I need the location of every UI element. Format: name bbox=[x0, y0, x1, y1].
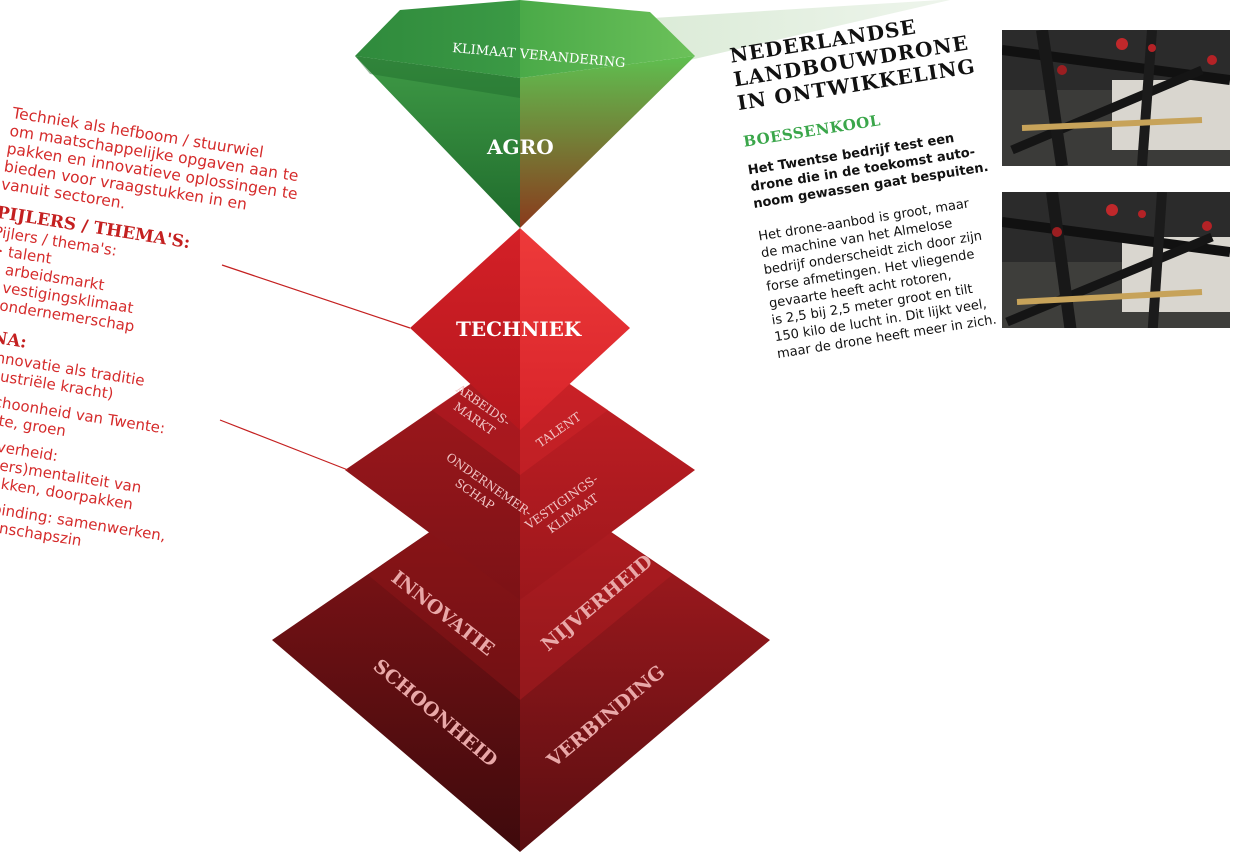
base-left-face bbox=[272, 470, 520, 852]
agro-label: AGRO bbox=[486, 135, 554, 159]
climate-band-left bbox=[355, 0, 520, 78]
agro-band-shadow bbox=[355, 56, 520, 98]
base-right-face bbox=[520, 470, 770, 852]
climate-band-right bbox=[520, 0, 695, 78]
drone-photo-1 bbox=[1002, 30, 1230, 166]
drone-photo-2-art bbox=[1002, 192, 1230, 328]
techniek-right-face bbox=[520, 228, 630, 430]
agro-left-face bbox=[355, 56, 520, 228]
drone-photo-2 bbox=[1002, 192, 1230, 328]
pijlers-connector-line bbox=[221, 264, 411, 329]
light-beam bbox=[620, 0, 950, 60]
pillars-right-face bbox=[520, 350, 695, 600]
agro-right-face bbox=[520, 56, 695, 228]
techniek-left-face bbox=[410, 228, 520, 430]
dna-connector-line bbox=[219, 419, 349, 471]
techniek-label: TECHNIEK bbox=[456, 317, 582, 341]
drone-photo-1-art bbox=[1002, 30, 1230, 166]
